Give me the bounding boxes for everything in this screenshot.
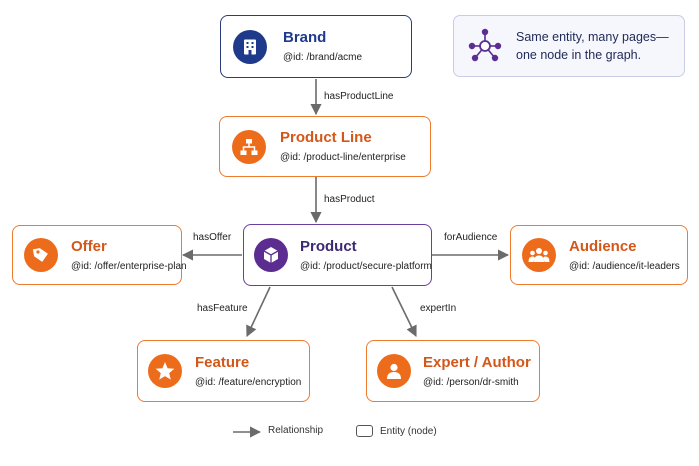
node-title: Product Line: [280, 129, 372, 146]
legend-entity: Entity (node): [356, 425, 437, 437]
star-icon: [148, 354, 182, 388]
legend-relationship-label: Relationship: [268, 425, 324, 436]
node-audience: Audience @id: /audience/it-leaders: [510, 225, 688, 285]
node-id: @id: /person/dr-smith: [423, 376, 519, 388]
legend-entity-label: Entity (node): [380, 425, 437, 437]
tag-icon: [24, 238, 58, 272]
users-icon: [522, 238, 556, 272]
node-product: Product @id: /product/secure-platform: [243, 224, 432, 286]
edge-label-for-audience: forAudience: [444, 232, 498, 243]
building-icon: [233, 29, 267, 64]
node-title: Feature: [195, 353, 250, 371]
node-id: @id: /feature/encryption: [195, 376, 302, 388]
node-product-line: Product Line @id: /product-line/enterpri…: [219, 116, 431, 177]
cube-icon: [254, 238, 288, 272]
note-box: Same entity, many pages— one node in the…: [453, 15, 685, 77]
node-title: Product: [300, 237, 357, 255]
note-line-2: one node in the graph.: [516, 48, 642, 62]
node-title: Offer: [71, 237, 107, 255]
node-title: Brand: [283, 29, 327, 46]
node-id: @id: /brand/acme: [283, 52, 363, 63]
note-line-1: Same entity, many pages—: [516, 30, 669, 44]
node-id: @id: /product-line/enterprise: [280, 152, 406, 163]
node-feature: Feature @id: /feature/encryption: [137, 340, 310, 402]
edge-label-expert-in: expertIn: [420, 303, 457, 314]
node-id: @id: /audience/it-leaders: [569, 260, 680, 272]
node-id: @id: /product/secure-platform: [300, 260, 432, 272]
edge-label-has-product: hasProduct: [324, 194, 375, 205]
person-icon: [377, 354, 411, 388]
node-id: @id: /offer/enterprise-plan: [71, 260, 187, 272]
node-expert-author: Expert / Author @id: /person/dr-smith: [366, 340, 540, 402]
edge-label-has-product-line: hasProductLine: [324, 91, 394, 102]
legend-relationship: Relationship: [268, 425, 323, 436]
edge-label-has-offer: hasOffer: [193, 232, 232, 243]
node-offer: Offer @id: /offer/enterprise-plan: [12, 225, 187, 285]
hierarchy-icon: [232, 129, 266, 164]
edge-has-feature: [246, 286, 271, 338]
edge-label-has-feature: hasFeature: [197, 303, 248, 314]
node-brand: Brand @id: /brand/acme: [220, 15, 412, 78]
graph-node-icon: [466, 27, 504, 65]
node-title: Expert / Author: [423, 353, 531, 371]
note-text: Same entity, many pages— one node in the…: [516, 28, 669, 64]
edge-expert-in: [391, 286, 417, 338]
legend-entity-box: [356, 425, 373, 437]
node-title: Audience: [569, 237, 637, 255]
